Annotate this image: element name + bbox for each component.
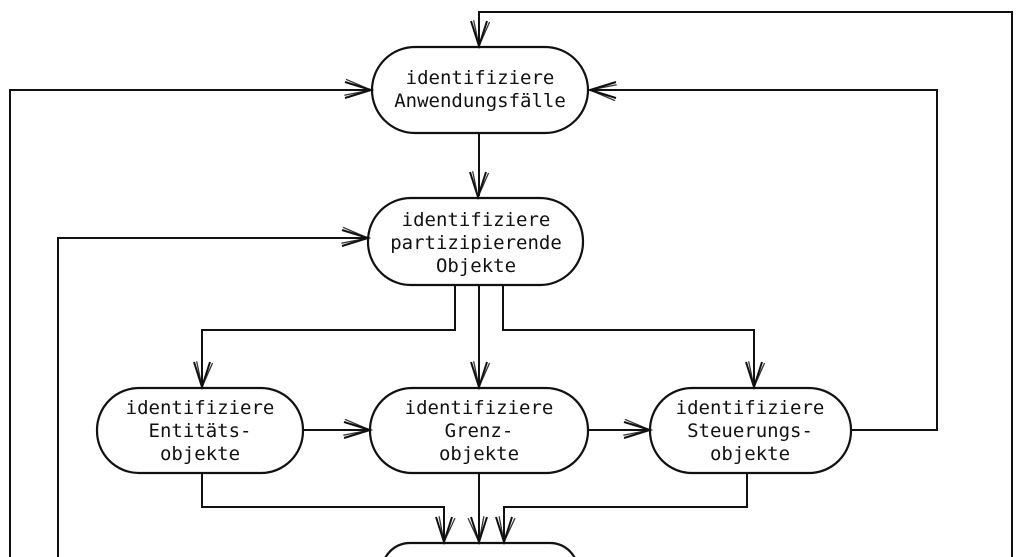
node-label-grenz: identifiziere Grenz- objekte — [405, 397, 554, 465]
node-label-line: Objekte — [436, 255, 516, 277]
arrowhead-into-bottom-node-right — [495, 516, 516, 546]
edge-steuerungs-to-bottom-node — [503, 473, 748, 541]
node-identifiziere-entitaetsobjekte — [95, 386, 305, 475]
arrowhead-into-partizipierende-left — [341, 226, 372, 247]
node-bottom-partial — [384, 541, 576, 557]
node-label-line: identifiziere — [402, 209, 551, 231]
arrowhead-into-anwendungsfaelle-top — [470, 20, 491, 50]
node-shape-partizipierende — [366, 196, 585, 287]
node-label-line: Anwendungsfälle — [394, 90, 566, 112]
edge-loop-bottom-to-anwendungsfaelle-left — [9, 89, 369, 557]
node-label-line: identifiziere — [676, 397, 825, 419]
arrowhead-into-grenz-top — [470, 361, 491, 391]
edge-loop-bottom-to-anwendungsfaelle-top — [478, 11, 1013, 557]
edge-entitaets-to-bottom-node — [201, 473, 445, 541]
node-label-line: objekte — [160, 443, 240, 465]
arrowhead-into-grenz-left — [343, 418, 374, 439]
arrowhead-into-bottom-node-left — [435, 516, 456, 546]
arrowhead-into-steuerungs-top — [745, 361, 766, 391]
node-shape-entitaets — [95, 386, 305, 475]
edge-partizipierende-to-steuerungs — [502, 285, 755, 386]
arrowhead-into-partizipierende-top — [469, 171, 490, 201]
edge-steuerungs-to-anwendungsfaelle — [591, 89, 938, 431]
edge-partizipierende-to-entitaets — [201, 285, 456, 386]
node-label-line: identifiziere — [405, 397, 554, 419]
node-label-anwendungsfaelle: identifiziere Anwendungsfälle — [394, 67, 566, 112]
arrowhead-into-steuerungs-left — [623, 418, 654, 439]
node-label-steuerungs: identifiziere Steuerungs- objekte — [676, 397, 825, 465]
node-label-line: identifiziere — [126, 397, 275, 419]
node-label-entitaets: identifiziere Entitäts- objekte — [126, 397, 275, 465]
edge-loop-bottom-to-partizipierende-left — [57, 237, 367, 557]
node-shape-bottom-partial — [384, 541, 576, 557]
node-label-line: Entitäts- — [149, 420, 252, 442]
node-label-line: objekte — [439, 443, 519, 465]
node-label-line: objekte — [710, 443, 790, 465]
node-label-line: identifiziere — [406, 67, 555, 89]
node-identifiziere-partizipierende-objekte — [366, 196, 585, 287]
node-label-partizipierende: identifiziere partizipierende Objekte — [390, 209, 562, 277]
arrowhead-into-anwendungsfaelle-right — [586, 81, 617, 102]
node-label-line: Grenz- — [445, 420, 514, 442]
node-label-line: partizipierende — [390, 232, 562, 254]
arrowhead-into-anwendungsfaelle-left — [344, 78, 375, 99]
arrowhead-into-entitaets-top — [193, 361, 214, 391]
node-label-line: Steuerungs- — [687, 420, 813, 442]
arrowhead-into-bottom-node-center — [467, 516, 488, 546]
